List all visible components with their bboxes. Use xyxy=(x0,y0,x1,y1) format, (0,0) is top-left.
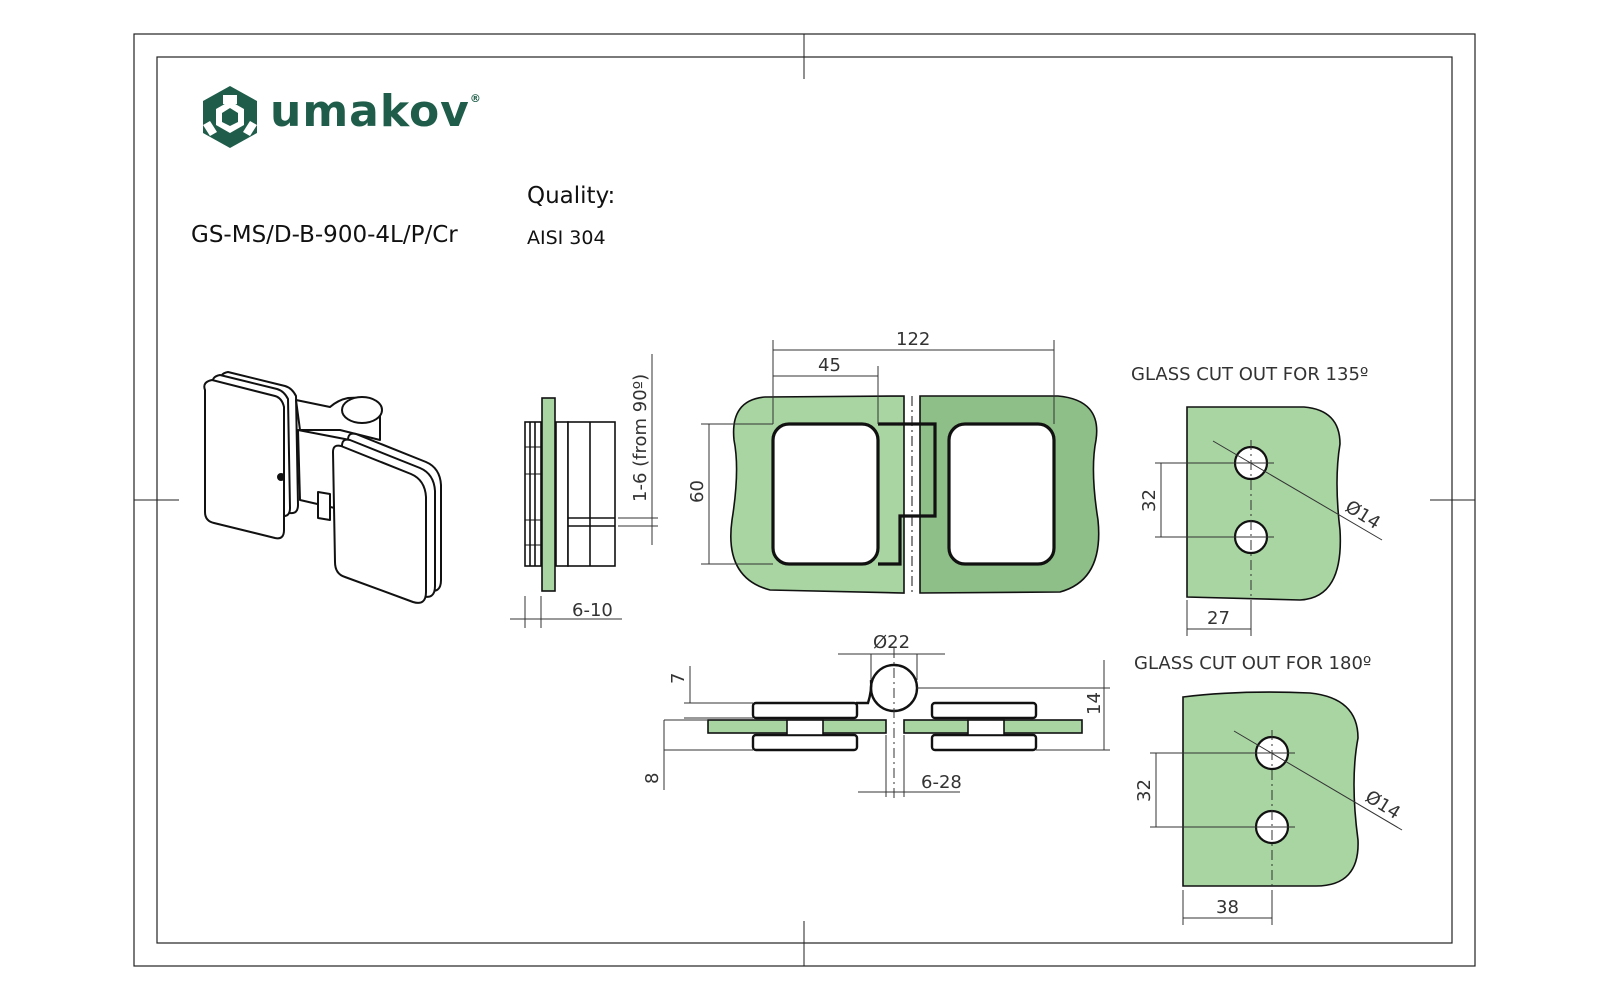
brand-name: umakov xyxy=(270,86,470,137)
cutout-180-title: GLASS CUT OUT FOR 180º xyxy=(1134,653,1371,674)
glass-range-dimension: 6-28 xyxy=(921,772,962,793)
side-view xyxy=(524,397,616,592)
cutout-135-dimensions xyxy=(1155,440,1383,636)
cutout-180-dimensions xyxy=(1150,730,1403,925)
logo-icon xyxy=(203,86,257,148)
quality-label: Quality: xyxy=(527,183,616,209)
pin-diameter-dimension: Ø22 xyxy=(873,632,910,653)
left-width-dimension: 45 xyxy=(818,355,841,376)
bottom-offset-dimension: 8 xyxy=(642,773,663,784)
front-view-dimensions xyxy=(701,340,1055,565)
quality-value: AISI 304 xyxy=(527,227,606,249)
cutout-135-spacing: 32 xyxy=(1139,489,1160,512)
side-view-dimensions xyxy=(510,354,658,628)
registered-mark: ® xyxy=(469,92,482,105)
thickness-dimension: 14 xyxy=(1084,692,1105,715)
glass-thickness-dimension: 6-10 xyxy=(572,600,613,621)
cutout-135-edge: 27 xyxy=(1207,608,1230,629)
product-code: GS-MS/D-B-900-4L/P/Cr xyxy=(191,222,458,248)
adjust-dimension: 1-6 (from 90º) xyxy=(630,374,651,502)
isometric-view xyxy=(203,371,442,604)
brand-logo: umakov® xyxy=(270,86,482,137)
cutout-180-edge: 38 xyxy=(1216,897,1239,918)
bottom-view xyxy=(707,663,1083,752)
height-dimension: 60 xyxy=(687,480,708,503)
front-view xyxy=(730,395,1100,594)
cutout-135-title: GLASS CUT OUT FOR 135º xyxy=(1131,364,1368,385)
center-marks xyxy=(134,34,1475,966)
bottom-view-dimensions xyxy=(663,648,1110,800)
top-offset-dimension: 7 xyxy=(668,673,689,684)
cutout-135-shape xyxy=(1186,406,1342,601)
cutout-180-spacing: 32 xyxy=(1134,779,1155,802)
total-width-dimension: 122 xyxy=(896,329,930,350)
